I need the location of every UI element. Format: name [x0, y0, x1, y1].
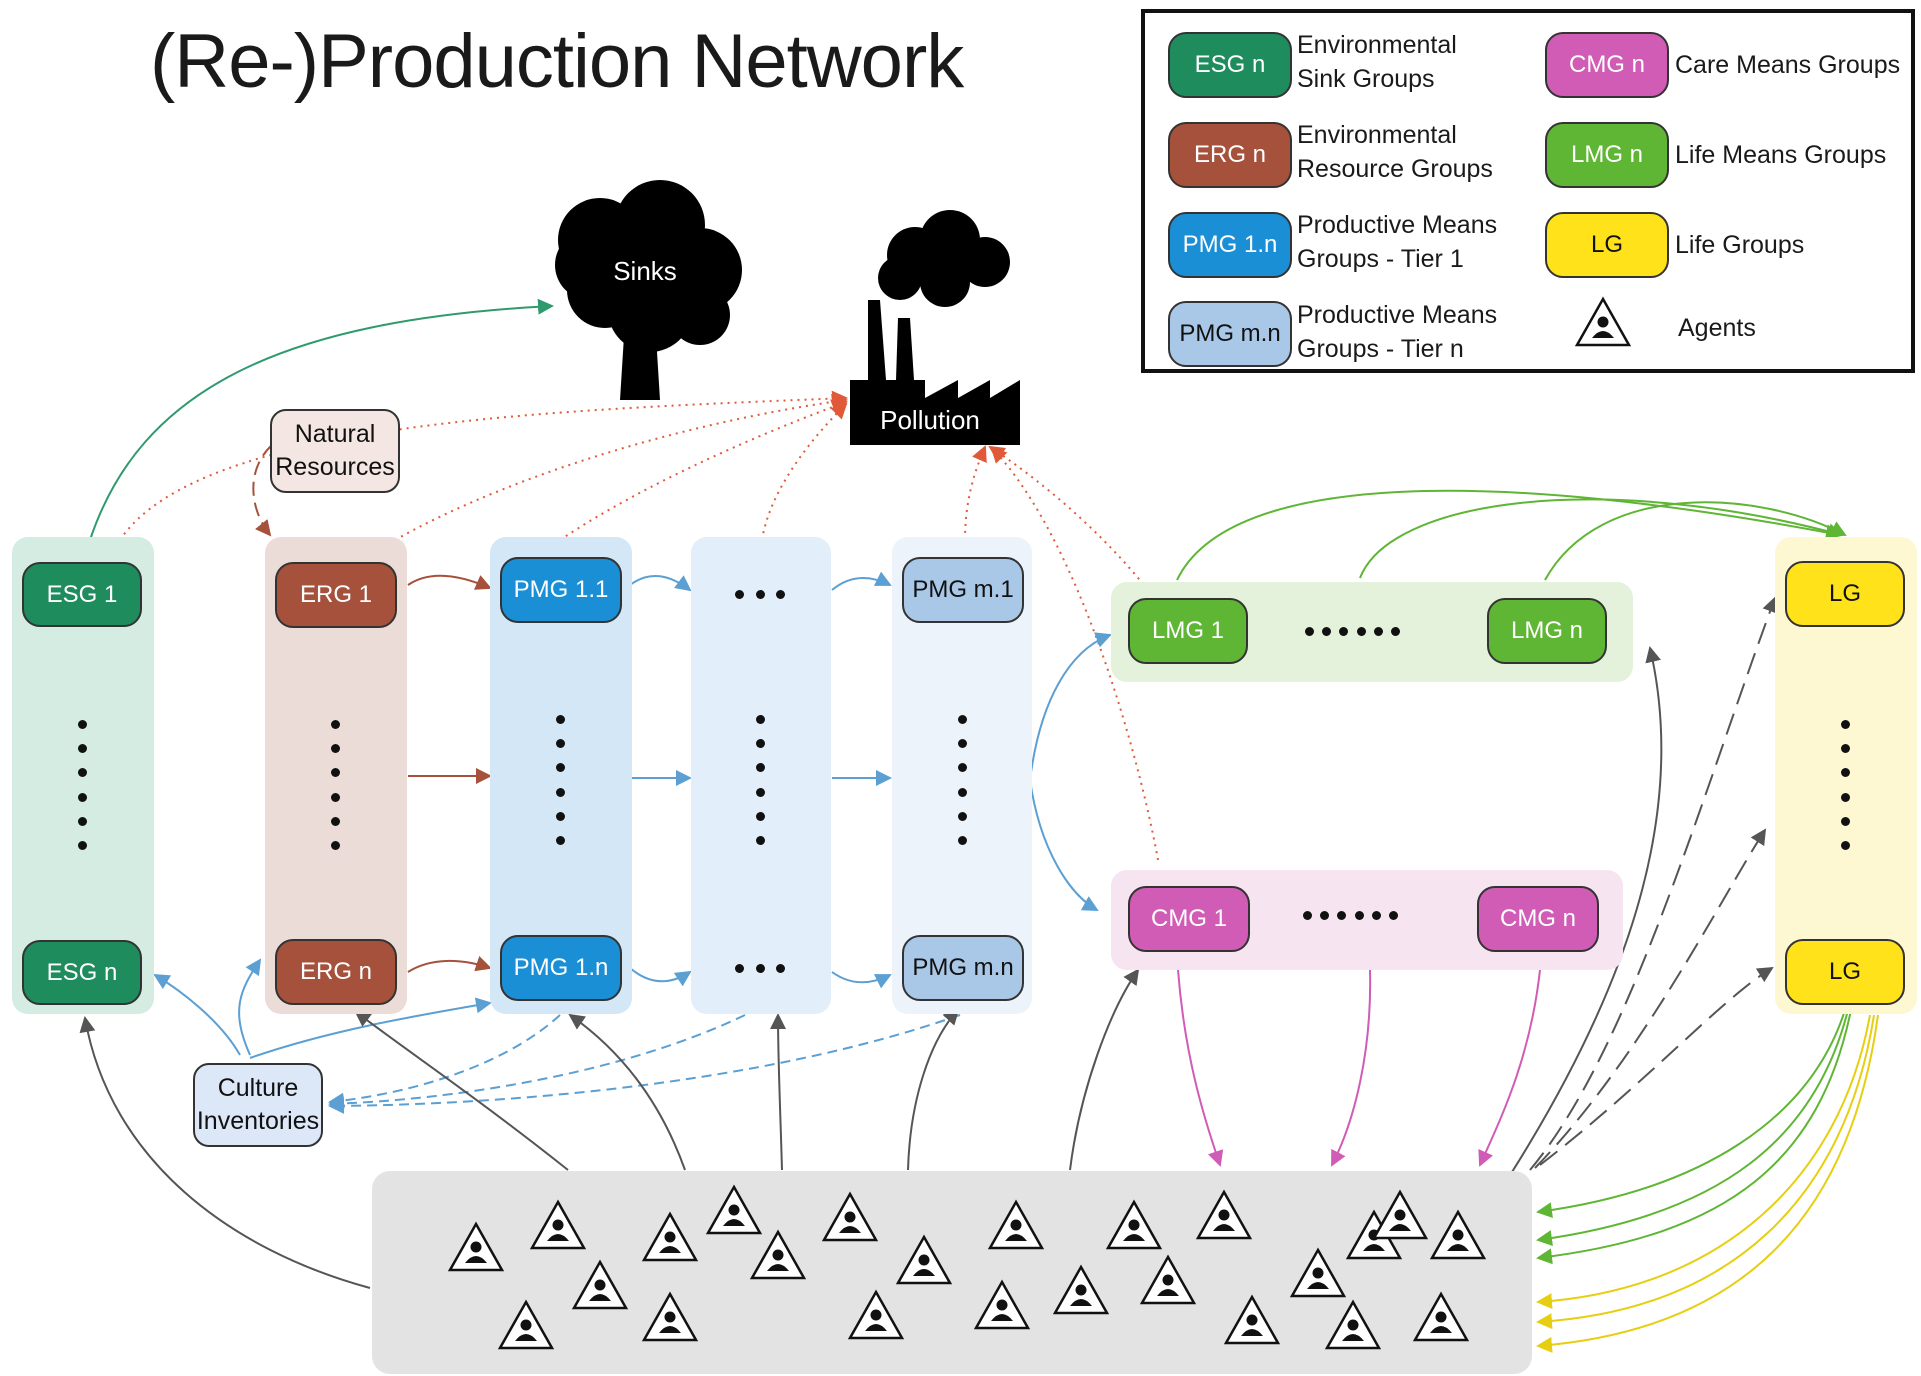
- legend-agent-icon: [1574, 296, 1632, 347]
- lmg-n-node: LMG n: [1487, 598, 1607, 664]
- lmg-1-node: LMG 1: [1128, 598, 1248, 664]
- agent-icon: [1412, 1291, 1470, 1342]
- agent-icon: [1139, 1254, 1197, 1305]
- agent-icon: [973, 1279, 1031, 1330]
- agent-icon: [641, 1211, 699, 1262]
- erg-1-node: ERG 1: [275, 562, 397, 628]
- pmg-1-n-node: PMG 1.n: [500, 935, 622, 1001]
- middle-ellipsis: [756, 715, 766, 845]
- agent-icon: [749, 1229, 807, 1280]
- legend-badge-cmg: CMG n: [1545, 32, 1669, 98]
- lg-bottom-node: LG: [1785, 939, 1905, 1005]
- pmg-m-1-node: PMG m.1: [902, 557, 1024, 623]
- legend-badge-lmg: LMG n: [1545, 122, 1669, 188]
- agent-icon: [821, 1191, 879, 1242]
- agent-icon: [497, 1299, 555, 1350]
- agent-icon: [1195, 1189, 1253, 1240]
- legend-badge-erg: ERG n: [1168, 122, 1292, 188]
- agent-icon: [529, 1199, 587, 1250]
- esg-1-node: ESG 1: [22, 562, 142, 627]
- legend-badge-esg: ESG n: [1168, 32, 1292, 98]
- agent-icon: [987, 1199, 1045, 1250]
- agent-icon: [1429, 1209, 1487, 1260]
- legend-label-cmg: Care Means Groups: [1675, 51, 1901, 79]
- pmg-1-1-node: PMG 1.1: [500, 557, 622, 623]
- agent-icon: [1052, 1264, 1110, 1315]
- lg-top-node: LG: [1785, 561, 1905, 627]
- lg-ellipsis: [1841, 720, 1851, 850]
- middle-bottom-ellipsis: [735, 964, 785, 974]
- legend-badge-lg: LG: [1545, 212, 1669, 278]
- agent-icon: [1371, 1189, 1429, 1240]
- pmg-m-n-node: PMG m.n: [902, 935, 1024, 1001]
- agent-icon: [705, 1184, 763, 1235]
- erg-n-node: ERG n: [275, 939, 397, 1005]
- agent-icon: [641, 1291, 699, 1342]
- sinks-label: Sinks: [613, 256, 677, 286]
- agent-icon: [895, 1234, 953, 1285]
- agent-icon: [571, 1259, 629, 1310]
- cmg-1-node: CMG 1: [1128, 886, 1250, 952]
- legend-label-lg: Life Groups: [1675, 231, 1805, 259]
- legend-badge-pmgm: PMG m.n: [1168, 301, 1292, 367]
- pmg-tier1-ellipsis: [556, 715, 566, 845]
- agent-icon: [1289, 1247, 1347, 1298]
- legend-badge-pmg1: PMG 1.n: [1168, 212, 1292, 278]
- esg-ellipsis: [78, 720, 88, 850]
- page-title: (Re-)Production Network: [150, 19, 964, 104]
- agent-icon: [1223, 1294, 1281, 1345]
- agent-icon: [1105, 1199, 1163, 1250]
- pollution-label: Pollution: [880, 405, 980, 435]
- erg-ellipsis: [331, 720, 341, 850]
- esg-n-node: ESG n: [22, 940, 142, 1005]
- pmg-tier-m-ellipsis: [958, 715, 968, 845]
- cmg-ellipsis: [1303, 911, 1398, 921]
- middle-top-ellipsis: [735, 590, 785, 600]
- cmg-n-node: CMG n: [1477, 886, 1599, 952]
- agent-icon: [1324, 1299, 1382, 1350]
- legend-label-lmg: Life Means Groups: [1675, 141, 1887, 169]
- agent-icon: [447, 1221, 505, 1272]
- lmg-ellipsis: [1305, 627, 1400, 637]
- pmg-middle-tiers-column: [691, 537, 831, 1014]
- agent-icon: [847, 1289, 905, 1340]
- legend-label-agents: Agents: [1678, 314, 1756, 342]
